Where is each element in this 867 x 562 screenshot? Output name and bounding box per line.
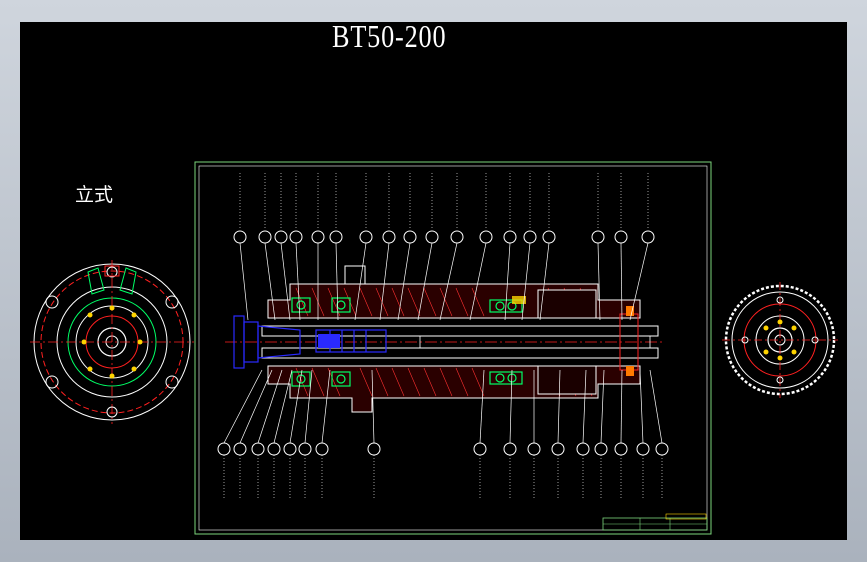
callout-top xyxy=(397,173,417,321)
drawing-title: BT50-200 xyxy=(332,18,447,54)
title-block xyxy=(602,513,708,531)
callout-top xyxy=(329,173,343,321)
callout-top xyxy=(521,173,537,321)
callout-top xyxy=(258,173,276,321)
callout-top xyxy=(379,173,396,321)
callout-bottom xyxy=(636,369,650,500)
callout-bottom xyxy=(551,369,565,500)
callout-bottom xyxy=(298,369,313,500)
callout-bottom xyxy=(527,370,541,500)
callout-bottom xyxy=(576,369,590,500)
callout-top xyxy=(439,173,464,321)
callout-bottom xyxy=(367,369,381,500)
callout-bottom xyxy=(267,369,293,500)
callout-top xyxy=(503,173,517,321)
callout-bottom xyxy=(614,369,628,500)
left-flange-view xyxy=(30,260,194,424)
callout-bottom xyxy=(503,369,517,500)
callout-bottom xyxy=(251,369,283,500)
callout-top xyxy=(629,173,655,321)
inner-frame xyxy=(198,165,708,531)
callout-top xyxy=(539,173,556,321)
spindle-section xyxy=(225,265,665,413)
callout-bottom xyxy=(473,369,487,500)
right-gear-view xyxy=(722,282,838,398)
callout-top xyxy=(274,173,291,321)
callout-top xyxy=(417,173,439,321)
callout-top xyxy=(233,173,249,321)
callout-top xyxy=(469,173,493,321)
callout-group xyxy=(217,173,669,500)
callout-bottom xyxy=(649,369,669,500)
callout-bottom xyxy=(315,369,331,500)
callout-top xyxy=(614,173,628,321)
callout-top xyxy=(591,173,605,321)
callout-top xyxy=(289,173,303,321)
view-label: 立式 xyxy=(75,184,114,206)
callout-bottom xyxy=(217,369,263,500)
callout-top xyxy=(311,173,325,320)
callout-bottom xyxy=(233,369,273,500)
callout-bottom xyxy=(594,369,608,500)
sheet-frame xyxy=(194,161,712,535)
callout-top xyxy=(354,173,373,321)
cad-canvas xyxy=(20,22,847,540)
callout-bottom xyxy=(283,369,303,500)
